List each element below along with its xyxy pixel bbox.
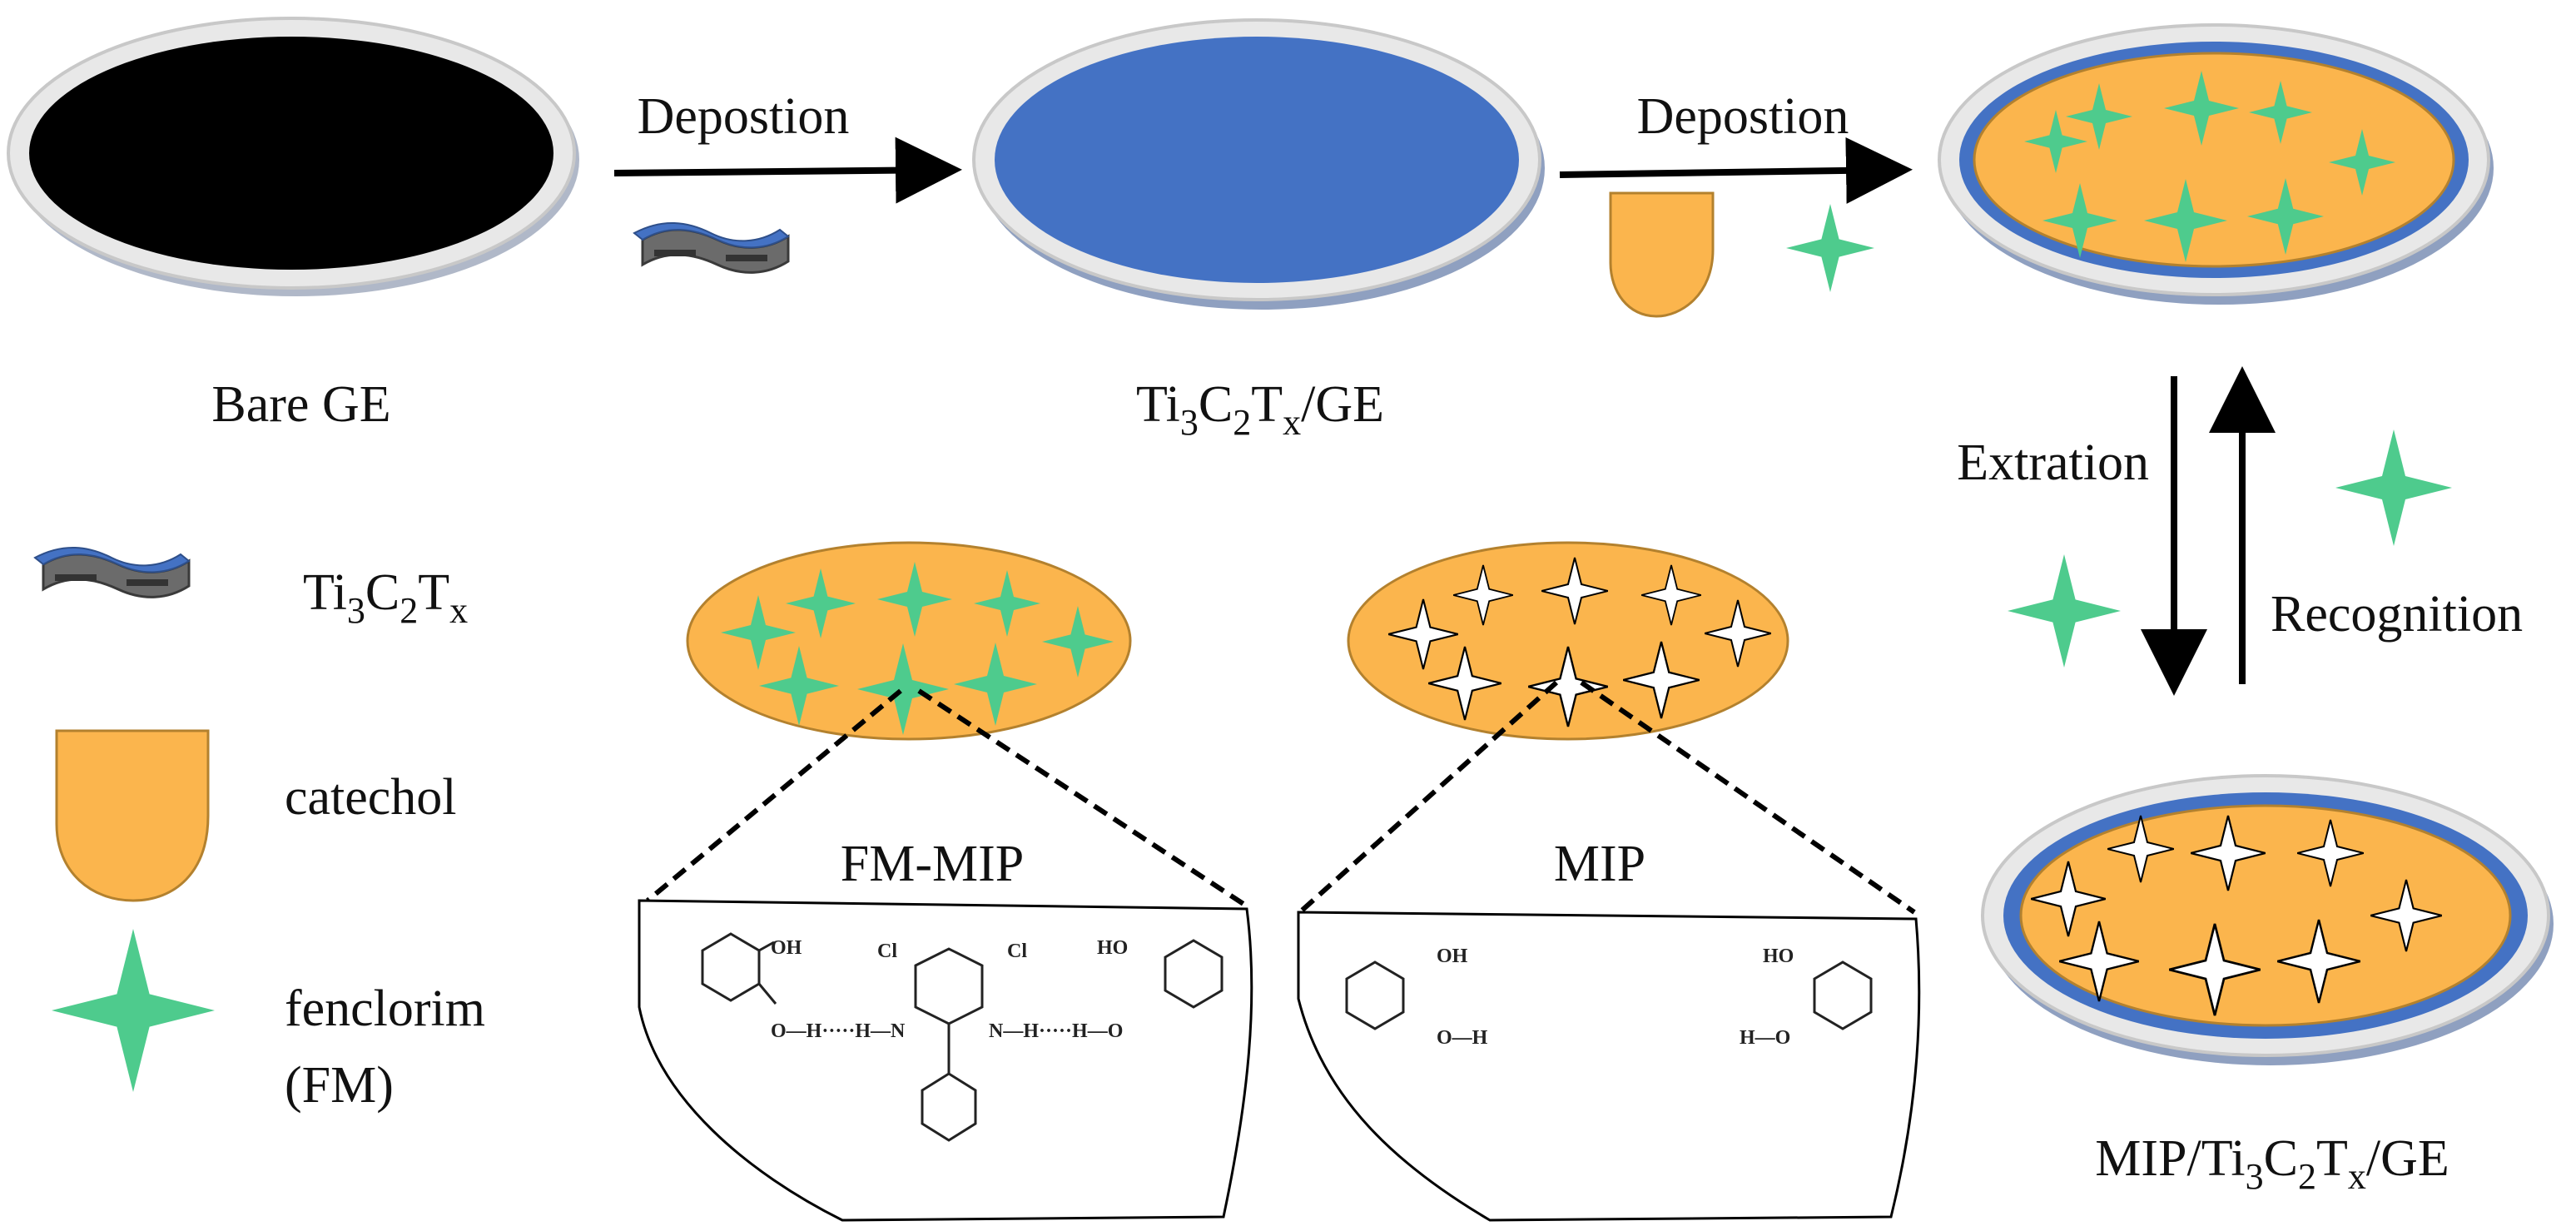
deposition-arrow-2: Depostion: [1559, 88, 1913, 204]
fm-released-star: [2335, 429, 2452, 546]
svg-text:Cl: Cl: [877, 941, 897, 962]
legend-catechol-icon: [55, 729, 210, 902]
mip-zoom-line-right: [1580, 680, 1916, 915]
legend-ti3c2tx-label: Ti3C2Tx: [303, 564, 468, 631]
deposition-label-2: Depostion: [1637, 88, 1849, 145]
ti3c2tx-flake-icon: [633, 221, 790, 274]
legend-fenclorim-icon: [52, 929, 215, 1092]
fm-star-icon: [1786, 204, 1874, 292]
legend-fm-label: (FM): [285, 1057, 394, 1114]
fm-mip-zoom-line-right: [917, 688, 1245, 906]
mip-ti3c2tx-ge-electrode: [1981, 774, 2554, 1065]
svg-text:HO: HO: [1763, 946, 1794, 967]
deposition-label-1: Depostion: [638, 88, 850, 145]
svg-text:O—H·····H—N: O—H·····H—N: [771, 1020, 906, 1042]
mip-disc: [1347, 541, 1789, 741]
svg-text:N—H·····H—O: N—H·····H—O: [989, 1020, 1123, 1042]
recognition-label: Recognition: [2271, 586, 2523, 643]
ti3c2tx-ge-electrode: [972, 18, 1545, 310]
catechol-drop-icon: [1609, 191, 1715, 318]
svg-text:OH: OH: [771, 937, 802, 959]
mip-structure-box: OH O—H HO H—O: [1297, 911, 1921, 1222]
bare-ge-label: Bare GE: [211, 376, 390, 433]
legend-catechol-label: catechol: [285, 769, 457, 826]
svg-text:Cl: Cl: [1007, 941, 1027, 962]
deposition-arrow-1: Depostion: [613, 88, 962, 204]
fm-catechol-ti3c2tx-ge-electrode: [1938, 23, 2494, 305]
legend-fenclorim-label: fenclorim: [285, 980, 485, 1037]
fm-mip-structure-box: OH O—H·····H—N Cl Cl N—H·····H—O HO: [638, 899, 1253, 1222]
mip-ti3c2tx-ge-label: MIP/Ti3C2Tx/GE: [2095, 1130, 2449, 1197]
ti3c2tx-ge-label: Ti3C2Tx/GE: [1136, 376, 1384, 443]
fm-mip-disc: [686, 541, 1132, 741]
bare-ge-electrode: [7, 17, 579, 296]
fm-mip-label: FM-MIP: [841, 836, 1025, 892]
svg-text:HO: HO: [1097, 937, 1128, 959]
svg-text:H—O: H—O: [1740, 1027, 1790, 1049]
fm-mip-zoom-line-left: [646, 688, 902, 903]
fm-extracted-star: [2008, 554, 2121, 668]
svg-text:OH: OH: [1437, 946, 1468, 967]
extraction-label: Extration: [1957, 434, 2149, 491]
svg-text:O—H: O—H: [1437, 1027, 1488, 1049]
mip-zoom-line-left: [1299, 680, 1559, 913]
legend-ti3c2tx-icon: [33, 546, 191, 598]
mip-label: MIP: [1554, 836, 1645, 892]
